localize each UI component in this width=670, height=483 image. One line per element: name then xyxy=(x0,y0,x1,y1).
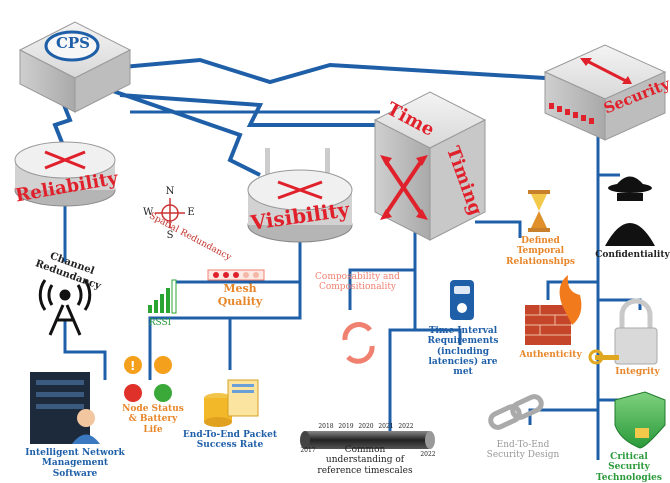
hourglass-icon xyxy=(528,190,550,232)
authenticity-label: Authenticity xyxy=(519,350,582,360)
rssi-bars-icon xyxy=(148,279,177,314)
cps-label: CPS xyxy=(55,34,91,52)
padlock-icon xyxy=(588,298,658,365)
e2e-packet-label: End-To-End Packet Success Rate xyxy=(182,430,278,451)
time-interval-icon xyxy=(450,280,474,320)
year-2019: 2019 xyxy=(338,423,354,430)
timing-box xyxy=(373,91,487,241)
year-2020: 2020 xyxy=(358,423,374,430)
shield-icon xyxy=(614,391,666,449)
reliability-router xyxy=(14,141,116,207)
integrity-label: Integrity xyxy=(615,367,660,377)
compass-icon xyxy=(155,198,185,228)
year-2022-end: 2022 xyxy=(420,451,436,458)
time-interval-label: Time Interval Requirements (including la… xyxy=(427,326,499,378)
compass-e: E xyxy=(187,207,195,218)
timeline-cylinder xyxy=(300,431,435,449)
mesh-quality-label: Mesh Quality xyxy=(217,282,263,308)
e2e-security-label: End-To-End Security Design xyxy=(486,440,560,461)
svg-text:!: ! xyxy=(130,359,135,373)
node-status-lights-icon: ! xyxy=(124,356,172,402)
confidentiality-label: Confidentiality xyxy=(595,250,670,260)
security-box xyxy=(543,44,667,141)
cps-box xyxy=(18,21,132,113)
firewall-icon xyxy=(525,275,582,345)
intelligent-nms-label: Intelligent Network Management Software xyxy=(25,448,125,479)
node-status-label: Node Status & Battery Life xyxy=(122,404,184,435)
year-2022: 2022 xyxy=(398,423,414,430)
chain-link-icon xyxy=(488,394,544,430)
year-2017: 2017 xyxy=(300,447,316,454)
year-2018: 2018 xyxy=(318,423,334,430)
year-2021: 2021 xyxy=(378,423,394,430)
critical-security-label: Critical Security Technologies xyxy=(596,452,662,483)
compass-s: S xyxy=(166,230,174,241)
composability-label: Composability and Compositionality xyxy=(315,272,400,293)
compass-n: N xyxy=(165,186,175,197)
server-icon xyxy=(30,372,100,444)
lightning-links xyxy=(52,57,546,177)
composability-arrows-icon xyxy=(342,322,375,364)
defined-temporal-label: Defined Temporal Relationships xyxy=(506,236,575,267)
mesh-quality-stars-icon xyxy=(207,269,265,281)
packet-folder-icon xyxy=(204,379,259,427)
compass-w: W xyxy=(143,207,154,218)
common-understanding-label: Common understanding of reference timesc… xyxy=(317,445,413,476)
rssi-label: RSSI xyxy=(148,318,172,328)
visibility-router xyxy=(247,148,353,243)
antenna-tower-icon xyxy=(38,279,92,336)
spy-icon xyxy=(605,176,655,246)
